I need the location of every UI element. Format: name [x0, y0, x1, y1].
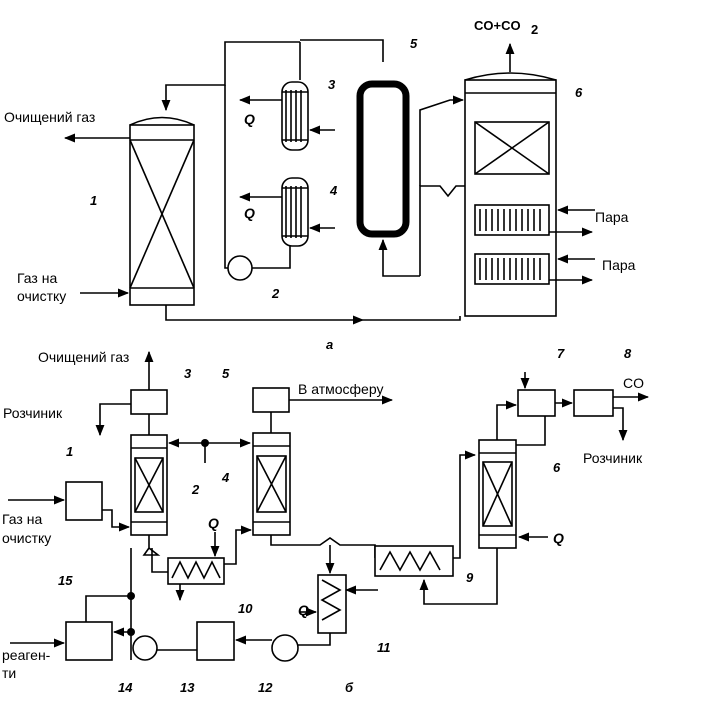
diagram-a: Очищений газ Газ на очистку CO+CO 2 Пара…: [4, 18, 636, 352]
b-label-2: 2: [191, 482, 200, 497]
separator-8: [573, 389, 614, 417]
pump-12: [271, 634, 299, 662]
b-label-9: 9: [466, 570, 474, 585]
a-gas-to-cleaning-1: Газ на: [17, 270, 57, 286]
b-label-12: 12: [258, 680, 273, 695]
a-steam-2: Пара: [602, 257, 636, 273]
b-label-6: 6: [553, 460, 561, 475]
b-co: CO: [623, 375, 644, 391]
b-solvent-left: Розчиник: [3, 405, 63, 421]
b-q-6: Q: [553, 530, 564, 546]
condenser-7: [517, 389, 556, 417]
steam-coil-upper: [479, 209, 541, 231]
heat-exchanger-3: [281, 81, 309, 151]
b-label-1: 1: [66, 444, 73, 459]
a-purified-gas: Очищений газ: [4, 109, 95, 125]
b-gas-to-cleaning-2: очистку: [2, 530, 51, 546]
b-label-15: 15: [58, 573, 73, 588]
a-label-1: 1: [90, 193, 97, 208]
tank-13: [196, 621, 235, 661]
b-atmosphere: В атмосферу: [298, 381, 383, 397]
b-reagents-1: реаген-: [2, 647, 51, 663]
a-label-5: 5: [410, 36, 418, 51]
absorber-2: [130, 434, 168, 536]
heat-exchanger-9: [374, 545, 454, 577]
steam-coil-lower: [479, 258, 541, 280]
diagram-b: Очищений газ Розчиник В атмосферу CO Роз…: [2, 346, 650, 695]
b-label-4: 4: [221, 470, 230, 485]
heat-exchanger-4: [281, 177, 309, 247]
b-reagents-2: ти: [2, 665, 16, 681]
separator-5: [252, 387, 290, 413]
pump-14: [132, 635, 158, 661]
a-gas-to-cleaning-2: очистку: [17, 288, 66, 304]
separator-3: [130, 389, 168, 415]
absorber-4: [252, 432, 291, 536]
b-label-13: 13: [180, 680, 195, 695]
a-label-6: 6: [575, 85, 583, 100]
b-solvent-right: Розчиник: [583, 450, 643, 466]
b-label-8: 8: [624, 346, 632, 361]
a-q-4: Q: [244, 205, 255, 221]
a-letter: а: [326, 337, 333, 352]
regenerator-5: [356, 80, 410, 238]
a-outlet-gas: CO+CO: [474, 18, 521, 33]
heater-1: [65, 481, 103, 521]
absorber-1: [129, 116, 195, 306]
heater-11: [317, 574, 347, 634]
a-steam-1: Пара: [595, 209, 629, 225]
b-letter: б: [345, 680, 354, 695]
b-label-5: 5: [222, 366, 230, 381]
a-label-4: 4: [329, 183, 338, 198]
a-q-3: Q: [244, 111, 255, 127]
a-label-3: 3: [328, 77, 336, 92]
a-label-2: 2: [271, 286, 280, 301]
b-label-14: 14: [118, 680, 133, 695]
b-label-3: 3: [184, 366, 192, 381]
b-label-7: 7: [557, 346, 565, 361]
pump-2: [227, 255, 253, 281]
desorber-6: [478, 439, 517, 549]
b-q-11: Q: [298, 602, 309, 618]
b-label-11: 11: [377, 640, 391, 655]
b-purified-gas: Очищений газ: [38, 349, 129, 365]
b-q-10: Q: [208, 515, 219, 531]
b-gas-to-cleaning-1: Газ на: [2, 511, 42, 527]
reagent-mixer-15: [65, 621, 113, 661]
b-label-10: 10: [238, 601, 253, 616]
a-outlet-gas-sub: 2: [531, 22, 538, 37]
